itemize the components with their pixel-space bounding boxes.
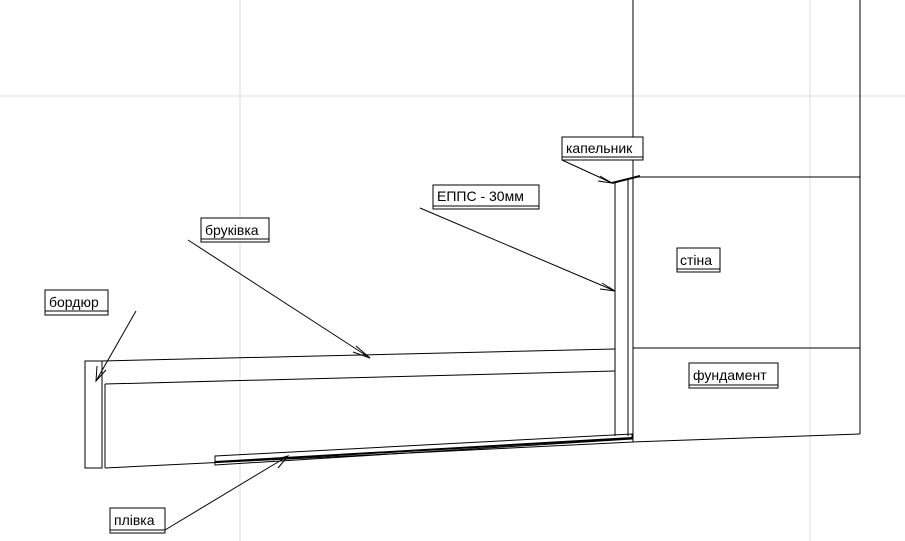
label-kapelnyk: капельник bbox=[561, 136, 644, 161]
paving bbox=[101, 348, 634, 469]
leader-kapelnyk-arrow bbox=[597, 175, 613, 184]
label-brukivka-box bbox=[200, 217, 270, 243]
curb bbox=[84, 360, 103, 469]
label-fundament-text: фундамент bbox=[693, 367, 767, 383]
leader-epps-arrow bbox=[599, 282, 616, 292]
drip-edge-line bbox=[611, 175, 641, 184]
leader-kapelnyk bbox=[561, 159, 613, 184]
label-fundament: фундамент bbox=[688, 362, 779, 389]
foundation-bottom-line bbox=[632, 433, 861, 443]
label-brukivka-text: бруківка bbox=[205, 222, 259, 238]
label-kapelnyk-text: капельник bbox=[566, 140, 633, 156]
label-epps: ЕППС - 30мм bbox=[432, 184, 540, 210]
leader-bordiur-arrow bbox=[95, 365, 107, 383]
label-stina-box bbox=[676, 247, 721, 273]
drip-edge bbox=[611, 175, 641, 184]
leader-epps bbox=[419, 207, 616, 292]
label-stina-text: стіна bbox=[680, 252, 712, 268]
membrane bbox=[214, 433, 633, 466]
label-epps-box bbox=[432, 184, 540, 210]
label-plivka-box bbox=[109, 507, 166, 534]
eps-insulation bbox=[614, 180, 629, 436]
leader-plivka-arrow bbox=[272, 455, 290, 469]
leader-plivka bbox=[164, 455, 289, 531]
leader-bordiur bbox=[95, 310, 137, 382]
leaders bbox=[95, 159, 616, 531]
label-fundament-box bbox=[688, 362, 779, 389]
paving-top-line bbox=[101, 348, 616, 362]
wall bbox=[632, 0, 861, 443]
label-bordiur-text: бордюр bbox=[49, 294, 99, 310]
label-plivka-text: плівка bbox=[114, 512, 155, 528]
leader-brukivka-arrow bbox=[352, 345, 371, 359]
leader-brukivka bbox=[187, 239, 371, 359]
label-epps-text: ЕППС - 30мм bbox=[437, 188, 524, 204]
label-kapelnyk-box bbox=[561, 136, 644, 161]
label-stina: стіна bbox=[676, 247, 721, 273]
label-bordiur: бордюр bbox=[44, 289, 109, 316]
label-brukivka: бруківка bbox=[200, 217, 270, 243]
label-plivka: плівка bbox=[109, 507, 166, 534]
paving-bottom-line bbox=[104, 370, 616, 385]
curb-outline bbox=[84, 360, 103, 469]
